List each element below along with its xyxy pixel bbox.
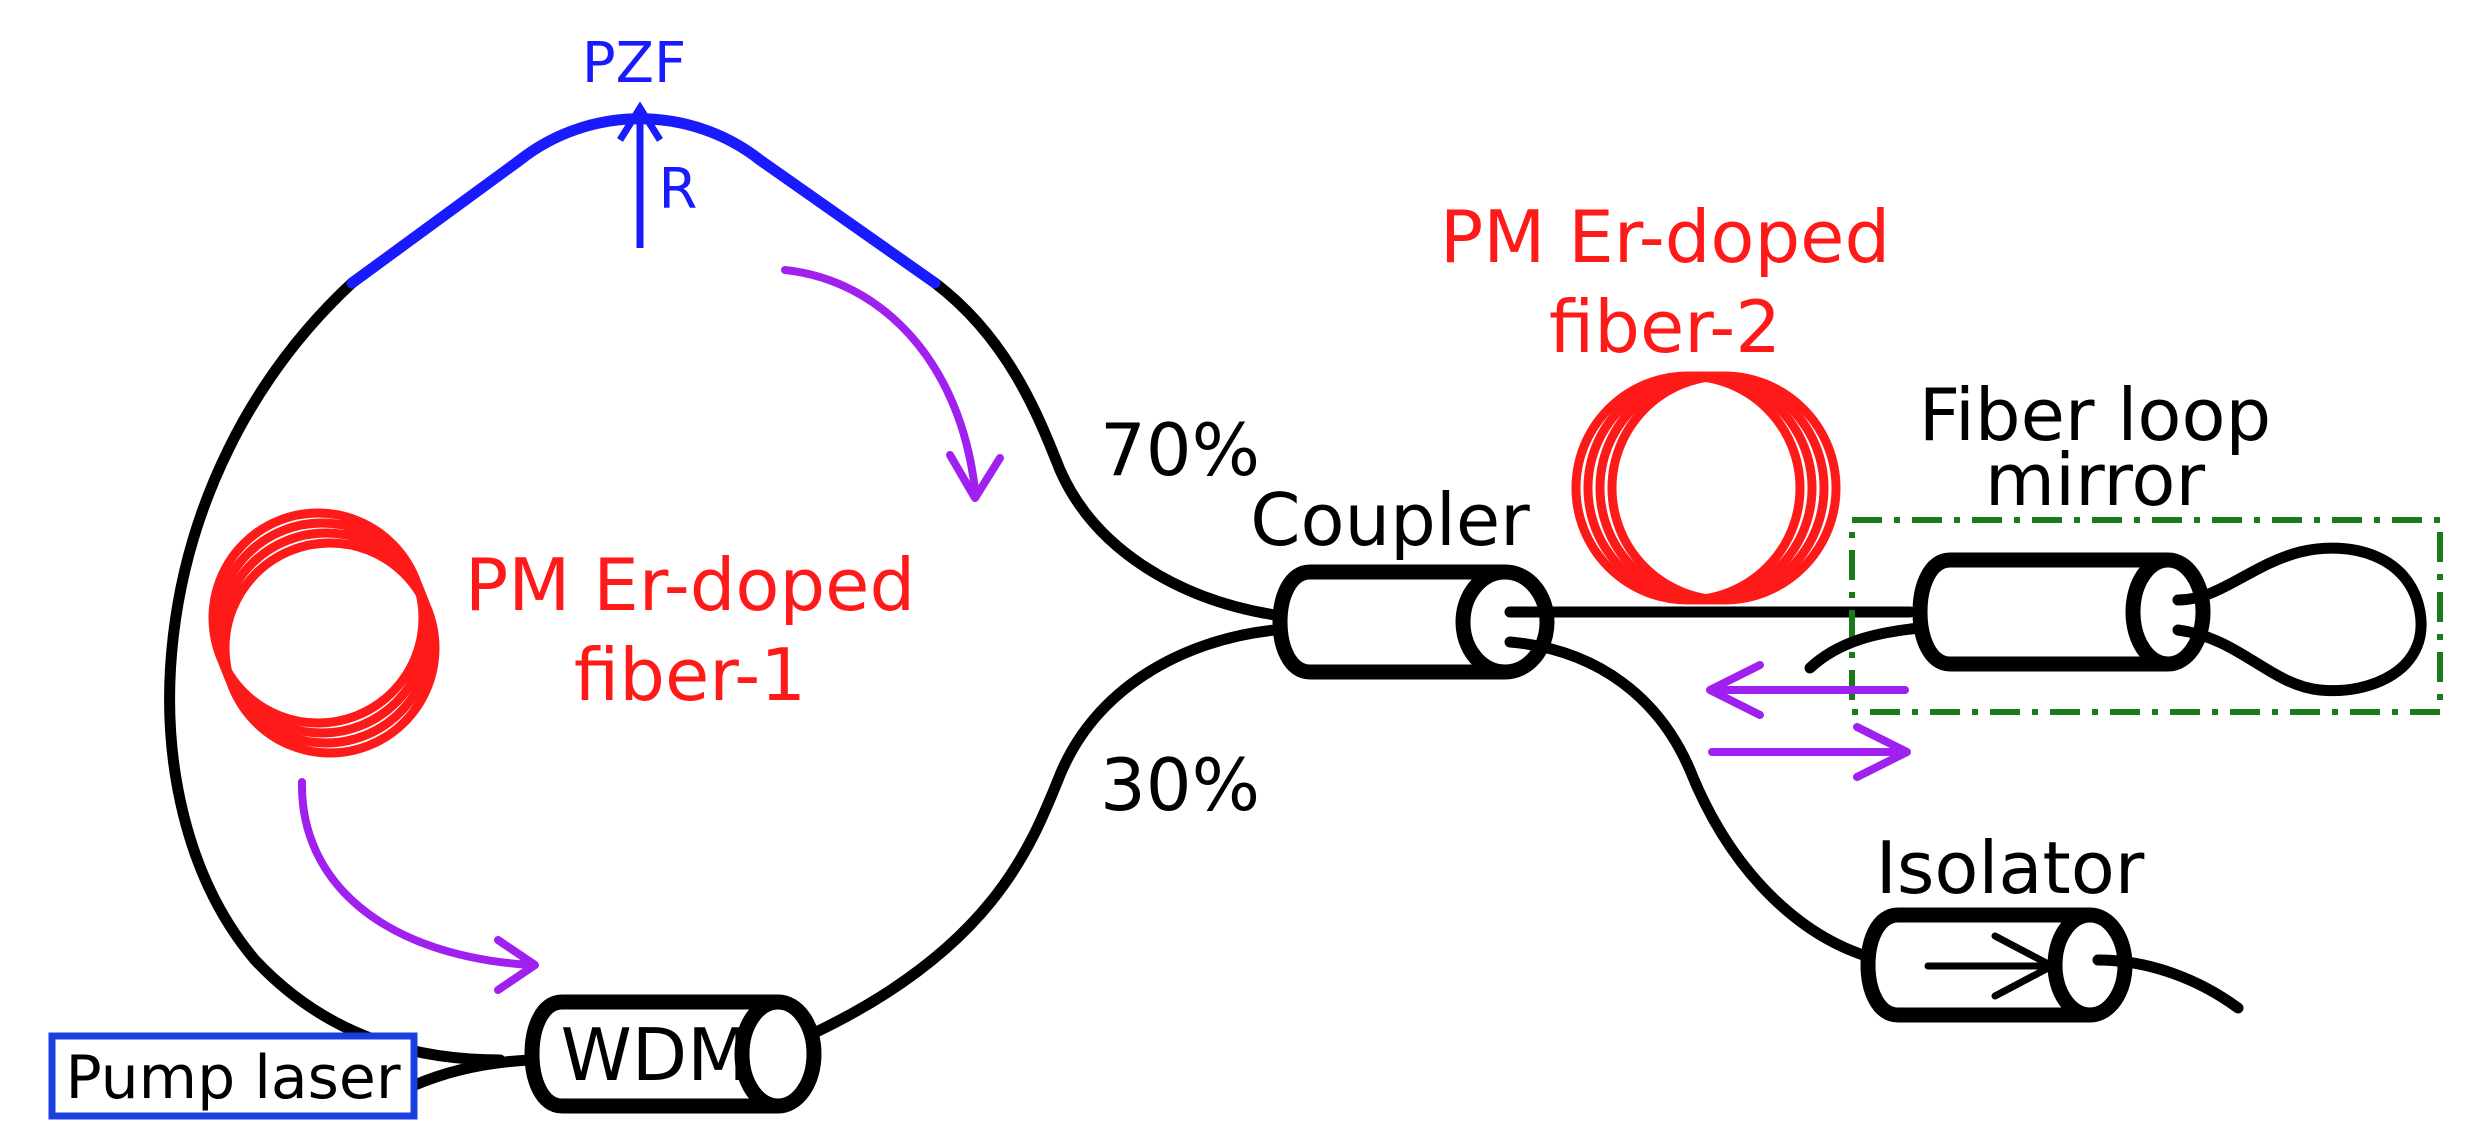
er-fiber-2-label-line1: PM Er-doped <box>1440 195 1890 279</box>
wdm-label: WDM <box>561 1013 750 1097</box>
split-70-label: 70% <box>1100 408 1260 492</box>
direction-arrow-icon-mirror-back <box>1706 661 1909 719</box>
er-fiber-1-label-line2: fiber-1 <box>574 633 806 717</box>
pump-to-wdm-fiber <box>409 1054 536 1091</box>
pump-laser-box <box>48 1032 418 1120</box>
fiber-loop-mirror-box <box>1849 517 2443 715</box>
mirror-loop-fiber <box>2172 542 2427 697</box>
pzf-radius-arrow <box>617 101 663 248</box>
er-fiber-1-label-line1: PM Er-doped <box>465 543 915 627</box>
pump-laser-label: Pump laser <box>65 1043 400 1113</box>
ring-upper-right-fiber <box>929 277 1281 621</box>
er-fiber-2-label-line2: fiber-2 <box>1549 285 1781 369</box>
mirror-label-line2: mirror <box>1985 438 2206 522</box>
er-fiber-2-coil-icon <box>1571 371 1841 605</box>
wdm <box>524 994 822 1114</box>
mirror-label-line1: Fiber loop <box>1919 373 2271 457</box>
mirror-coupler <box>1912 552 2211 672</box>
direction-arrow-icon-left <box>297 778 539 994</box>
ring-left-fiber <box>164 277 506 1066</box>
coupler-label: Coupler <box>1250 478 1530 562</box>
split-30-label: 30% <box>1100 743 1260 827</box>
isolator-output-fiber <box>2092 954 2244 1014</box>
radius-label: R <box>659 157 698 222</box>
isolator-right-arrow-icon <box>1924 932 2056 1000</box>
coupler-to-isolator-fiber <box>1504 636 1886 966</box>
mirror-input-fiber-lower <box>1804 622 1926 674</box>
er-fiber-1-coil-icon <box>208 508 440 758</box>
pzf-label: PZF <box>582 31 686 96</box>
isolator-label: Isolator <box>1876 826 2145 910</box>
coupler <box>1272 564 1555 680</box>
direction-arrow-icon-mirror-forward <box>1708 723 1911 781</box>
ring-lower-right-fiber <box>804 624 1281 1041</box>
direction-arrow-icon-top <box>781 266 1004 502</box>
